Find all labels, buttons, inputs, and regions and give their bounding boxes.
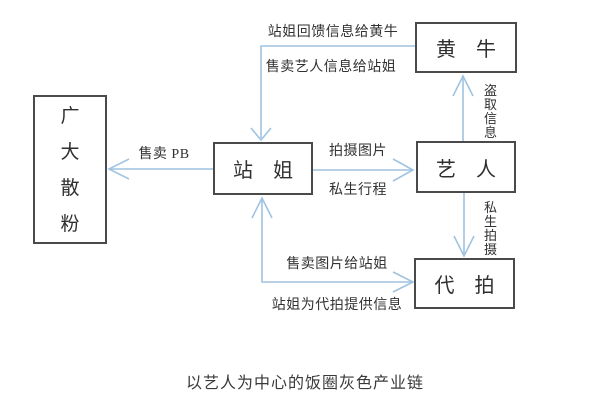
- node-huangniu: 黄 牛: [415, 22, 517, 73]
- arrow-zhanjie-to-yiren-head-right-icon: [392, 158, 415, 182]
- arrow-yiren-to-daipai-head-down-icon: [453, 235, 475, 258]
- arrow-huangniu-to-zhanjie-head-down-icon: [250, 127, 272, 142]
- edge-label-provide-info-to-daipai: 站姐为代拍提供信息: [271, 298, 403, 313]
- arrow-huangniu-to-zhanjie-line: [260, 45, 415, 138]
- arrow-daipai-zhanjie-line: [261, 199, 412, 283]
- node-yiren: 艺 人: [416, 141, 516, 193]
- node-fans: 广大散粉: [33, 95, 107, 244]
- arrow-daipai-zhanjie-head-up-icon: [251, 196, 273, 219]
- node-fans-label: 广大散粉: [60, 106, 80, 235]
- arrow-yiren-to-huangniu-head-up-icon: [452, 74, 474, 97]
- node-zhanjie-label: 站 姐: [233, 160, 293, 182]
- node-huangniu-label: 黄 牛: [436, 39, 496, 61]
- edge-label-feedback-to-huangniu: 站姐回馈信息给黄牛: [267, 25, 399, 40]
- edge-label-private-shoot: 私生拍摄: [483, 200, 497, 257]
- node-zhanjie: 站 姐: [213, 142, 313, 195]
- edge-label-sell-pb: 售卖 PB: [138, 147, 190, 162]
- node-yiren-label: 艺 人: [436, 158, 496, 181]
- node-daipai-label: 代 拍: [434, 275, 495, 297]
- edge-label-sell-photos-to-zhanjie: 售卖图片给站姐: [286, 257, 388, 272]
- edge-label-take-photos: 拍摄图片: [329, 144, 387, 159]
- edge-label-sell-artist-info: 售卖艺人信息给站姐: [265, 60, 397, 75]
- edge-label-private-schedule: 私生行程: [329, 183, 387, 198]
- node-daipai: 代 拍: [414, 258, 515, 309]
- edge-label-steal-info: 盗取信息: [483, 83, 497, 140]
- arrow-group: [107, 45, 475, 293]
- diagram-caption: 以艺人为中心的饭圈灰色产业链: [185, 375, 425, 392]
- arrow-daipai-zhanjie-head-right-icon: [392, 271, 415, 293]
- arrow-zhanjie-to-fans-head-left-icon: [107, 158, 130, 180]
